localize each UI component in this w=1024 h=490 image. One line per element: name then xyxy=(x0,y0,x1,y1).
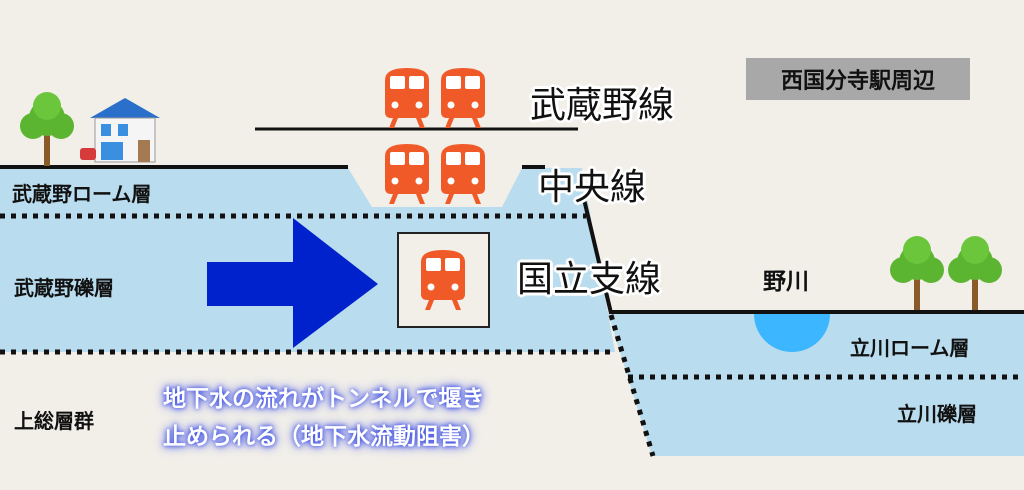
tree-icon xyxy=(20,92,74,166)
musashino-gravel-label: 武蔵野礫層 xyxy=(14,276,114,300)
tachikawa-layers xyxy=(608,313,1024,456)
note-line-1: 地下水の流れがトンネルで堰き xyxy=(163,386,485,412)
musashino-line-label: 武蔵野線 xyxy=(530,85,675,126)
note-line-2: 止められる（地下水流動阻害） xyxy=(163,424,485,450)
train-icon xyxy=(385,144,485,204)
river-label: 野川 xyxy=(763,269,809,295)
groundwater-flow-arrow xyxy=(207,218,378,348)
musashino-loam-label: 武蔵野ローム層 xyxy=(12,182,152,206)
kazusa-group-label: 上総層群 xyxy=(14,409,94,433)
groundwater-note: 地下水の流れがトンネルで堰き 止められる（地下水流動阻害） xyxy=(163,380,485,456)
tachikawa-loam-label: 立川ローム層 xyxy=(850,336,970,360)
station-label: 西国分寺駅周辺 xyxy=(746,58,970,100)
tree-icon xyxy=(948,236,1002,310)
chuo-line-label: 中央線 xyxy=(538,167,647,208)
tree-icon xyxy=(890,236,944,310)
tachikawa-gravel-label: 立川礫層 xyxy=(897,402,977,426)
river-nogawa xyxy=(754,314,830,352)
kunitachi-branch-label: 国立支線 xyxy=(517,259,662,300)
house-icon xyxy=(80,98,160,163)
train-icon xyxy=(385,68,485,128)
